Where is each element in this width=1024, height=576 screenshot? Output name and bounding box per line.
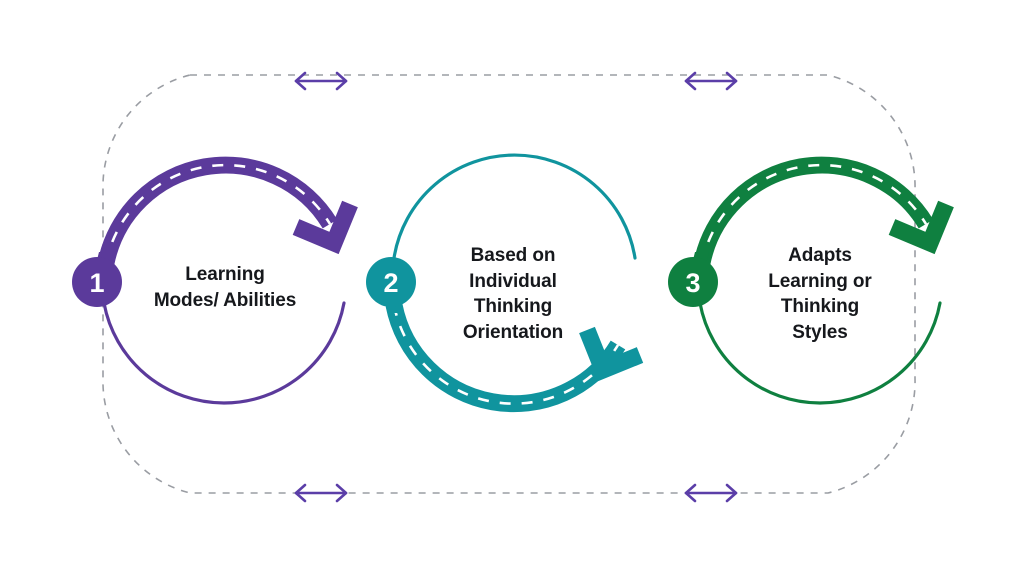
step-1-number: 1 (89, 268, 104, 298)
step-1-badge[interactable]: 1 (72, 252, 122, 307)
step-1-ring: 1 (72, 156, 358, 405)
step-2-ring: 2 (366, 153, 644, 413)
outer-dashed-track (102, 74, 916, 494)
connector-arrow-top-left (294, 71, 348, 91)
step-1-arrow-head (292, 200, 358, 255)
step-3-number: 3 (685, 268, 700, 298)
connector-arrow-top-right (684, 71, 738, 91)
connector-arrow-bottom-left (294, 483, 348, 503)
step-2-number: 2 (383, 268, 398, 298)
step-2-arrow-head (579, 326, 644, 382)
step-3-arrow-dash (700, 163, 928, 264)
step-3-ring: 3 (668, 156, 954, 405)
step-1-arrow-dash (104, 163, 332, 264)
step-3-badge[interactable]: 3 (668, 252, 718, 307)
step-2-badge[interactable]: 2 (366, 257, 416, 313)
step-3-arrow-body (693, 156, 934, 265)
step-1-arrow-body (97, 156, 338, 265)
step-2-arrow-dash (392, 304, 620, 405)
step-3-arrow-head (888, 200, 954, 255)
step-2-arrow-body (385, 303, 626, 413)
connector-arrow-bottom-right (684, 483, 738, 503)
